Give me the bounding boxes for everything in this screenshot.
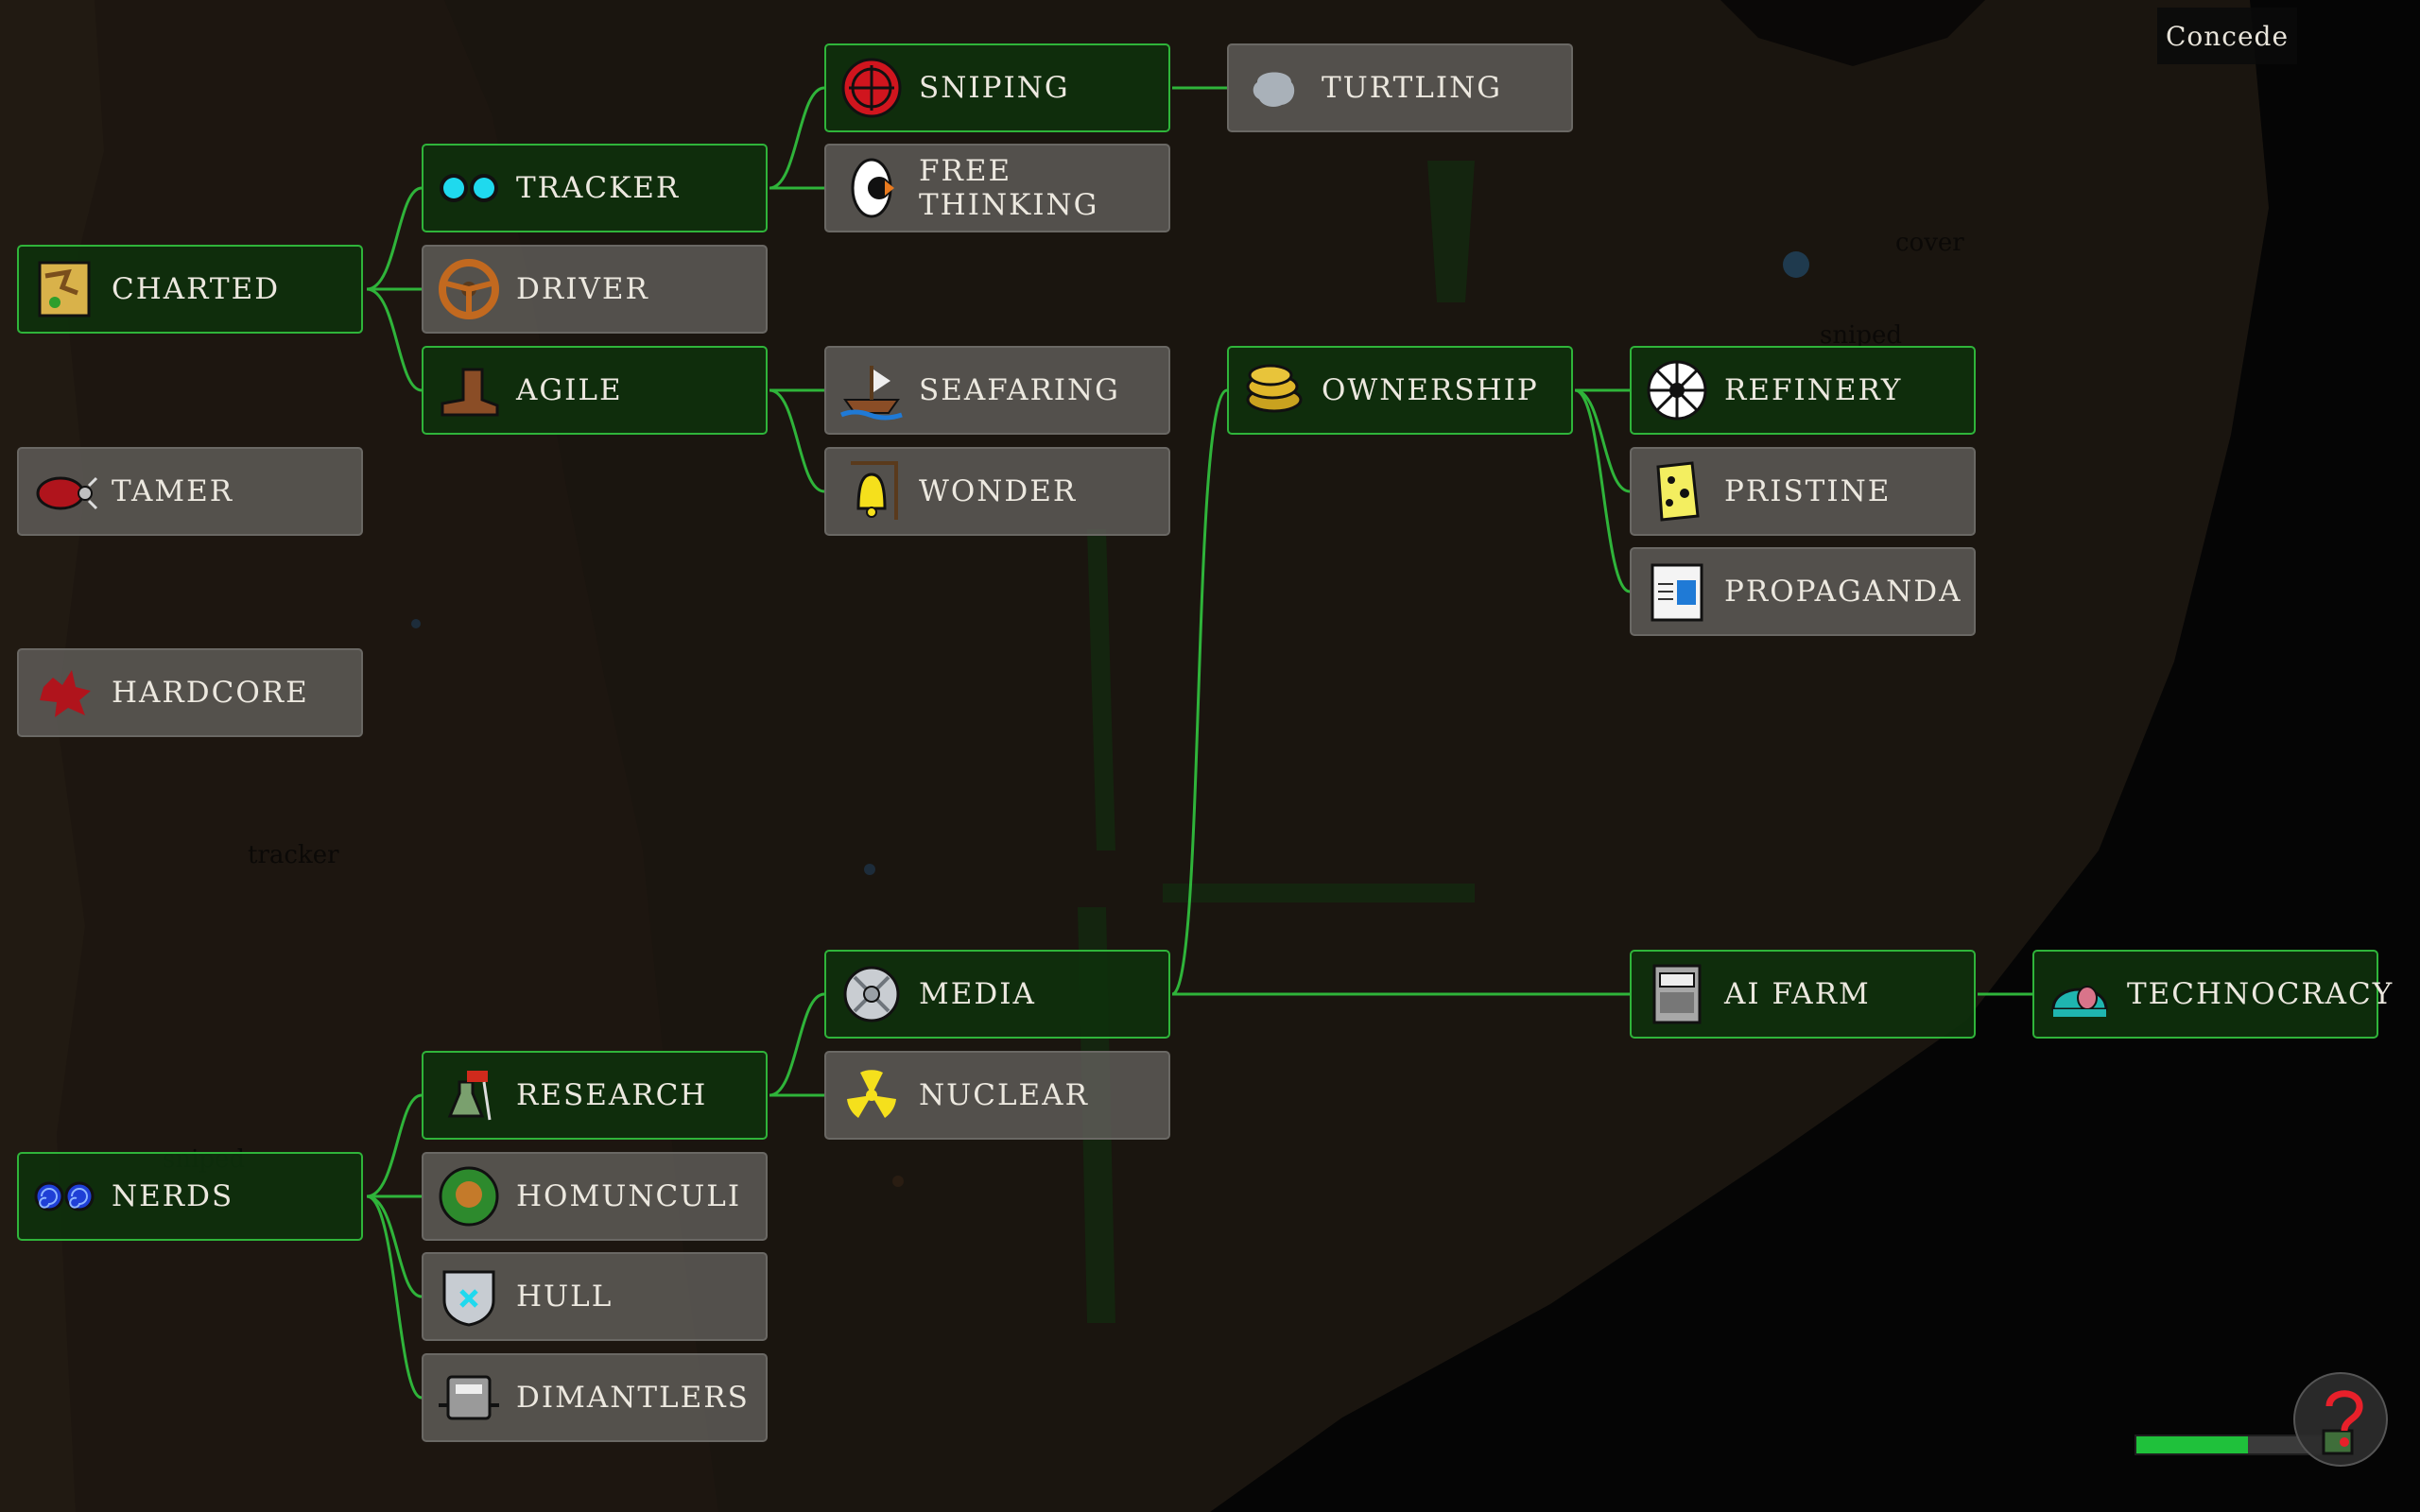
tech-label: NERDS xyxy=(112,1179,234,1213)
tech-node-homunculi[interactable]: HOMUNCULI xyxy=(422,1152,768,1241)
tech-label: HARDCORE xyxy=(112,676,309,710)
link-charted-tracker xyxy=(366,186,423,291)
map-icon xyxy=(30,255,98,323)
tech-label: PROPAGANDA xyxy=(1724,575,1962,609)
tech-label: SEAFARING xyxy=(919,373,1120,407)
tech-label: DRIVER xyxy=(516,272,649,306)
turtle-shell-icon xyxy=(1240,54,1308,122)
radiation-icon xyxy=(838,1061,906,1129)
tech-node-technocracy[interactable]: TECHNOCRACY xyxy=(2032,950,2392,1039)
tech-node-wonder[interactable]: WONDER xyxy=(824,447,1170,536)
bell-icon xyxy=(838,457,906,525)
link-nerds-research xyxy=(366,1093,423,1198)
tech-label: RESEARCH xyxy=(516,1078,708,1112)
concede-button[interactable]: Concede xyxy=(2157,8,2297,64)
tech-node-nuclear[interactable]: NUCLEAR xyxy=(824,1051,1170,1140)
eye-profile-icon xyxy=(838,154,906,222)
tech-node-hull[interactable]: HULL xyxy=(422,1252,768,1341)
tech-node-seafaring[interactable]: SEAFARING xyxy=(824,346,1170,435)
tech-label: HULL xyxy=(516,1280,614,1314)
progress-bar xyxy=(2135,1435,2324,1455)
tech-label: SNIPING xyxy=(919,71,1070,105)
tech-node-ai-farm[interactable]: AI FARM xyxy=(1630,950,1976,1039)
shield-icon xyxy=(435,1263,503,1331)
eyes-icon xyxy=(435,154,503,222)
beetle-icon xyxy=(30,457,98,525)
map-label-cover: cover xyxy=(1895,229,1964,257)
tech-node-agile[interactable]: AGILE xyxy=(422,346,768,435)
tech-label: TAMER xyxy=(112,474,234,508)
link-ownership-pristine xyxy=(1574,388,1631,493)
grinder-wheel-icon xyxy=(1643,356,1711,424)
tech-node-hardcore[interactable]: HARDCORE xyxy=(17,648,363,737)
tech-label: NUCLEAR xyxy=(919,1078,1089,1112)
crosshair-icon xyxy=(838,54,906,122)
tech-label: AI FARM xyxy=(1724,977,1871,1011)
progress-fill xyxy=(2136,1436,2248,1453)
map-label-tracker: tracker xyxy=(248,841,339,869)
brain-dome-icon xyxy=(2046,960,2114,1028)
coins-icon xyxy=(1240,356,1308,424)
tech-label: MEDIA xyxy=(919,977,1036,1011)
help-button[interactable] xyxy=(2293,1372,2388,1467)
link-charted-agile xyxy=(366,287,423,392)
tech-node-refinery[interactable]: REFINERY xyxy=(1630,346,1976,435)
map-label-sniped: sniped xyxy=(1820,321,1903,350)
tech-node-pristine[interactable]: PRISTINE xyxy=(1630,447,1976,536)
tech-label: CHARTED xyxy=(112,272,281,306)
tech-node-ownership[interactable]: OWNERSHIP xyxy=(1227,346,1573,435)
tech-node-turtling[interactable]: TURTLING xyxy=(1227,43,1573,132)
tech-node-nerds[interactable]: NERDS xyxy=(17,1152,363,1241)
flask-icon xyxy=(435,1061,503,1129)
sponge-icon xyxy=(1643,457,1711,525)
tech-label: HOMUNCULI xyxy=(516,1179,742,1213)
tech-node-dimantlers[interactable]: DIMANTLERS xyxy=(422,1353,768,1442)
satellite-dish-icon xyxy=(838,960,906,1028)
link-tracker-sniping xyxy=(769,86,825,190)
link-research-media xyxy=(769,992,825,1097)
tech-label: WONDER xyxy=(919,474,1078,508)
boot-icon xyxy=(435,356,503,424)
tech-node-media[interactable]: MEDIA xyxy=(824,950,1170,1039)
poster-icon xyxy=(1643,558,1711,626)
tech-label: DIMANTLERS xyxy=(516,1381,750,1415)
tech-label: FREE THINKING xyxy=(919,154,1099,222)
ship-icon xyxy=(838,356,906,424)
tech-node-propaganda[interactable]: PROPAGANDA xyxy=(1630,547,1976,636)
tech-node-tamer[interactable]: TAMER xyxy=(17,447,363,536)
homunculus-icon xyxy=(435,1162,503,1230)
tech-node-tracker[interactable]: TRACKER xyxy=(422,144,768,232)
link-agile-wonder xyxy=(769,388,825,493)
tech-label: PRISTINE xyxy=(1724,474,1892,508)
tech-node-charted[interactable]: CHARTED xyxy=(17,245,363,334)
tech-label: TURTLING xyxy=(1322,71,1502,105)
tech-node-driver[interactable]: DRIVER xyxy=(422,245,768,334)
tech-label: REFINERY xyxy=(1724,373,1903,407)
tech-node-research[interactable]: RESEARCH xyxy=(422,1051,768,1140)
tech-label: OWNERSHIP xyxy=(1322,373,1539,407)
link-ownership-propaganda xyxy=(1574,388,1631,593)
tech-label: TRACKER xyxy=(516,171,681,205)
steering-wheel-icon xyxy=(435,255,503,323)
tech-label: TECHNOCRACY xyxy=(2127,977,2394,1011)
blood-splat-icon xyxy=(30,659,98,727)
tech-node-free-thinking[interactable]: FREE THINKING xyxy=(824,144,1170,232)
spiral-glasses-icon xyxy=(30,1162,98,1230)
tech-node-sniping[interactable]: SNIPING xyxy=(824,43,1170,132)
link-media-ownership xyxy=(1171,388,1228,996)
link-nerds-dimantlers xyxy=(366,1194,423,1400)
robot-icon xyxy=(435,1364,503,1432)
link-nerds-hull xyxy=(366,1194,423,1298)
question-icon xyxy=(2322,1390,2363,1455)
server-icon xyxy=(1643,960,1711,1028)
tech-label: AGILE xyxy=(516,373,623,407)
